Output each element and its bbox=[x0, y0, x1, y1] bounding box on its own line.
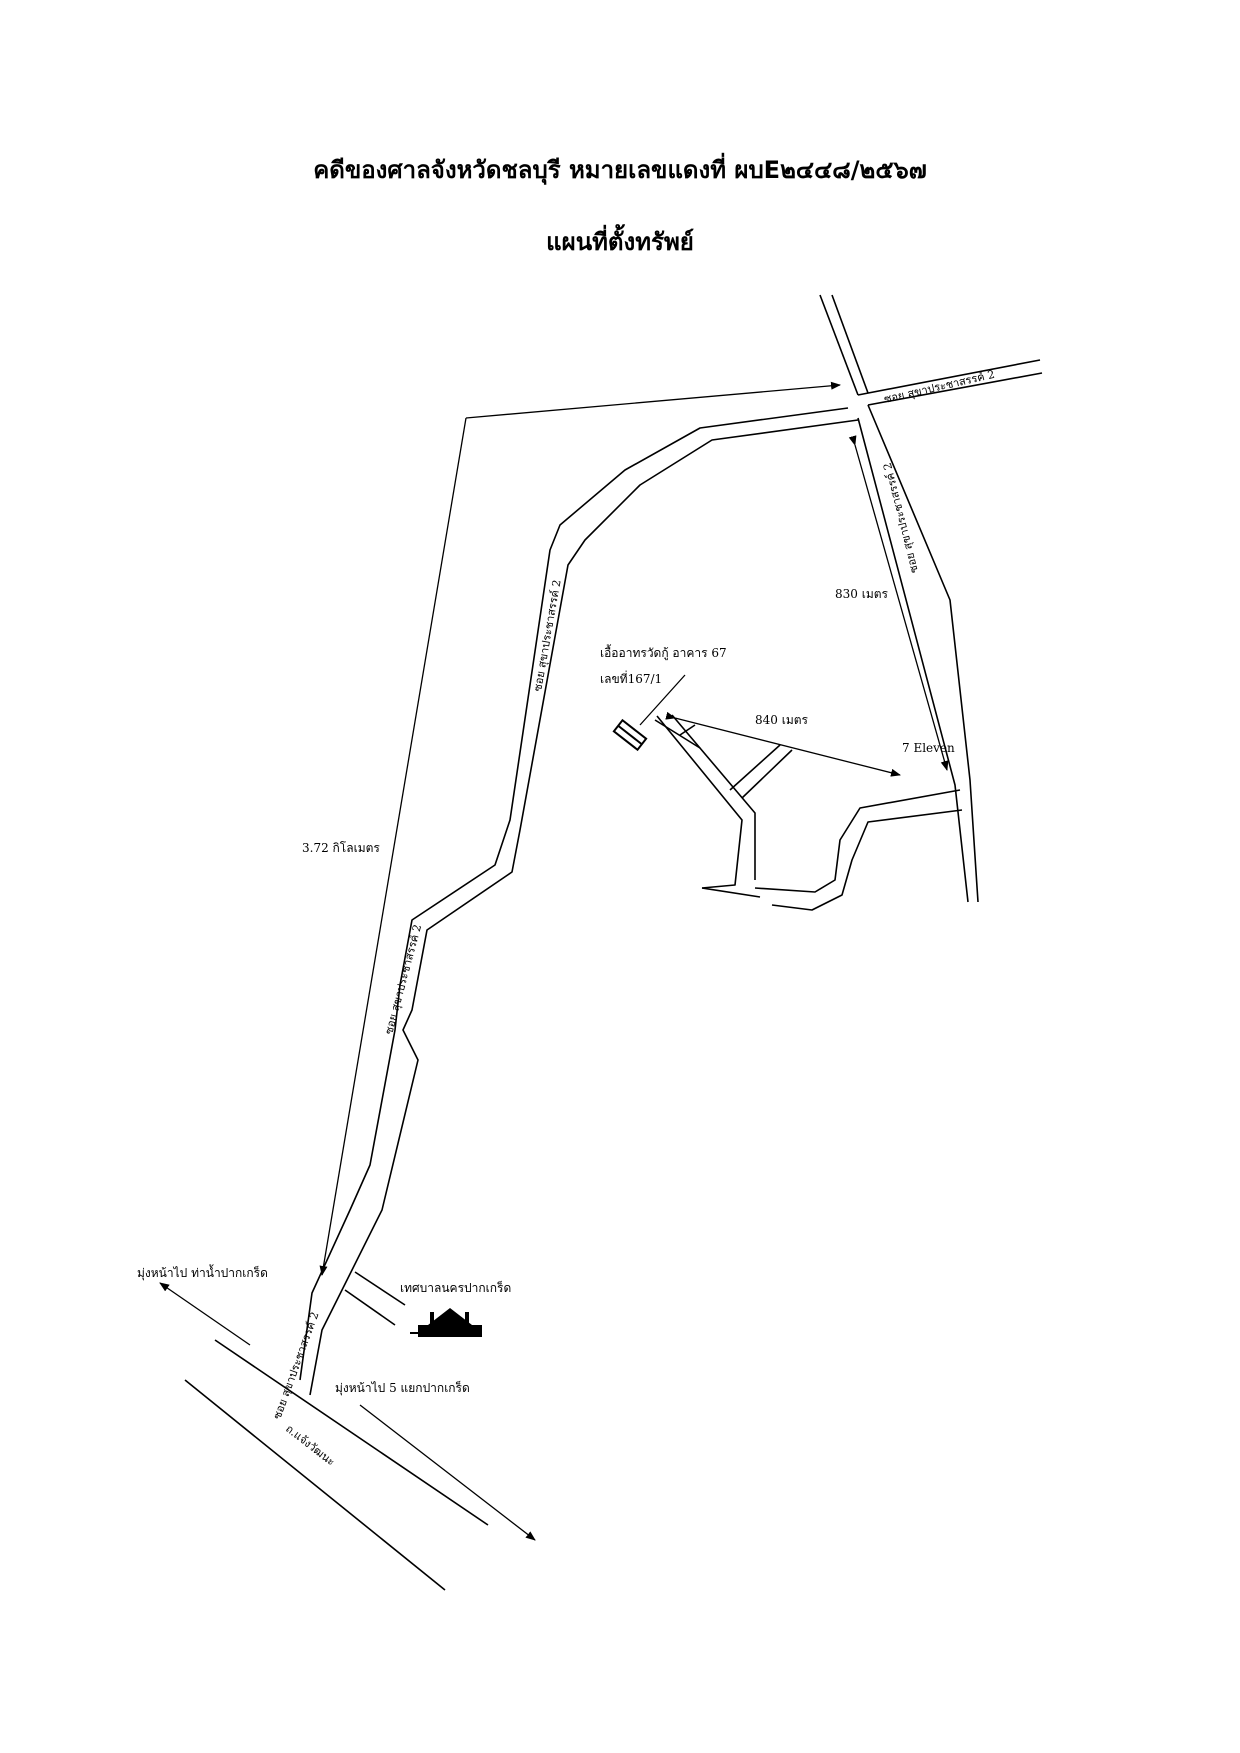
map-title: แผนที่ตั้งทรัพย์ bbox=[546, 228, 694, 256]
distance-840-arrow bbox=[665, 711, 901, 777]
road-main bbox=[299, 407, 859, 1396]
label-municipality: เทศบาลนครปากเกร็ด bbox=[400, 1280, 511, 1295]
label-distance-830: 830 เมตร bbox=[835, 587, 889, 601]
label-property-line2: เลขที่167/1 bbox=[600, 670, 662, 686]
property-pointer bbox=[639, 674, 686, 726]
road-municipality-branch bbox=[344, 1271, 406, 1326]
label-property-line1: เอื้ออาทรวัดกู้ อาคาร 67 bbox=[600, 644, 727, 661]
road-right bbox=[857, 404, 979, 903]
case-title: คดีของศาลจังหวัดชลบุรี หมายเลขแดงที่ ผบE… bbox=[313, 156, 927, 184]
road-chaeng-watthana bbox=[184, 1339, 489, 1591]
label-road-bottom: ถ.แจ้งวัฒนะ bbox=[283, 1422, 337, 1468]
property-building-icon bbox=[612, 718, 648, 752]
route-arrow-left bbox=[319, 417, 467, 1276]
road-top-east bbox=[857, 359, 1043, 406]
label-direction-junction: มุ่งหน้าไป 5 แยกปากเกร็ด bbox=[335, 1380, 470, 1396]
label-distance-372: 3.72 กิโลเมตร bbox=[302, 841, 380, 855]
label-distance-840: 840 เมตร bbox=[755, 713, 809, 727]
label-direction-pier: มุ่งหน้าไป ท่าน้ำปากเกร็ด bbox=[137, 1264, 268, 1281]
road-north bbox=[819, 294, 869, 396]
municipality-building-icon bbox=[410, 1308, 482, 1337]
route-arrow-top bbox=[465, 381, 841, 419]
label-road-main-lower: ซอย สุขาประชาสรรค์ 2 bbox=[271, 1310, 322, 1421]
label-seven-eleven: 7 Eleven bbox=[902, 741, 955, 755]
direction-junction-arrow bbox=[359, 1404, 536, 1541]
distance-830-arrow bbox=[848, 435, 949, 771]
direction-pier-arrow bbox=[159, 1282, 251, 1346]
